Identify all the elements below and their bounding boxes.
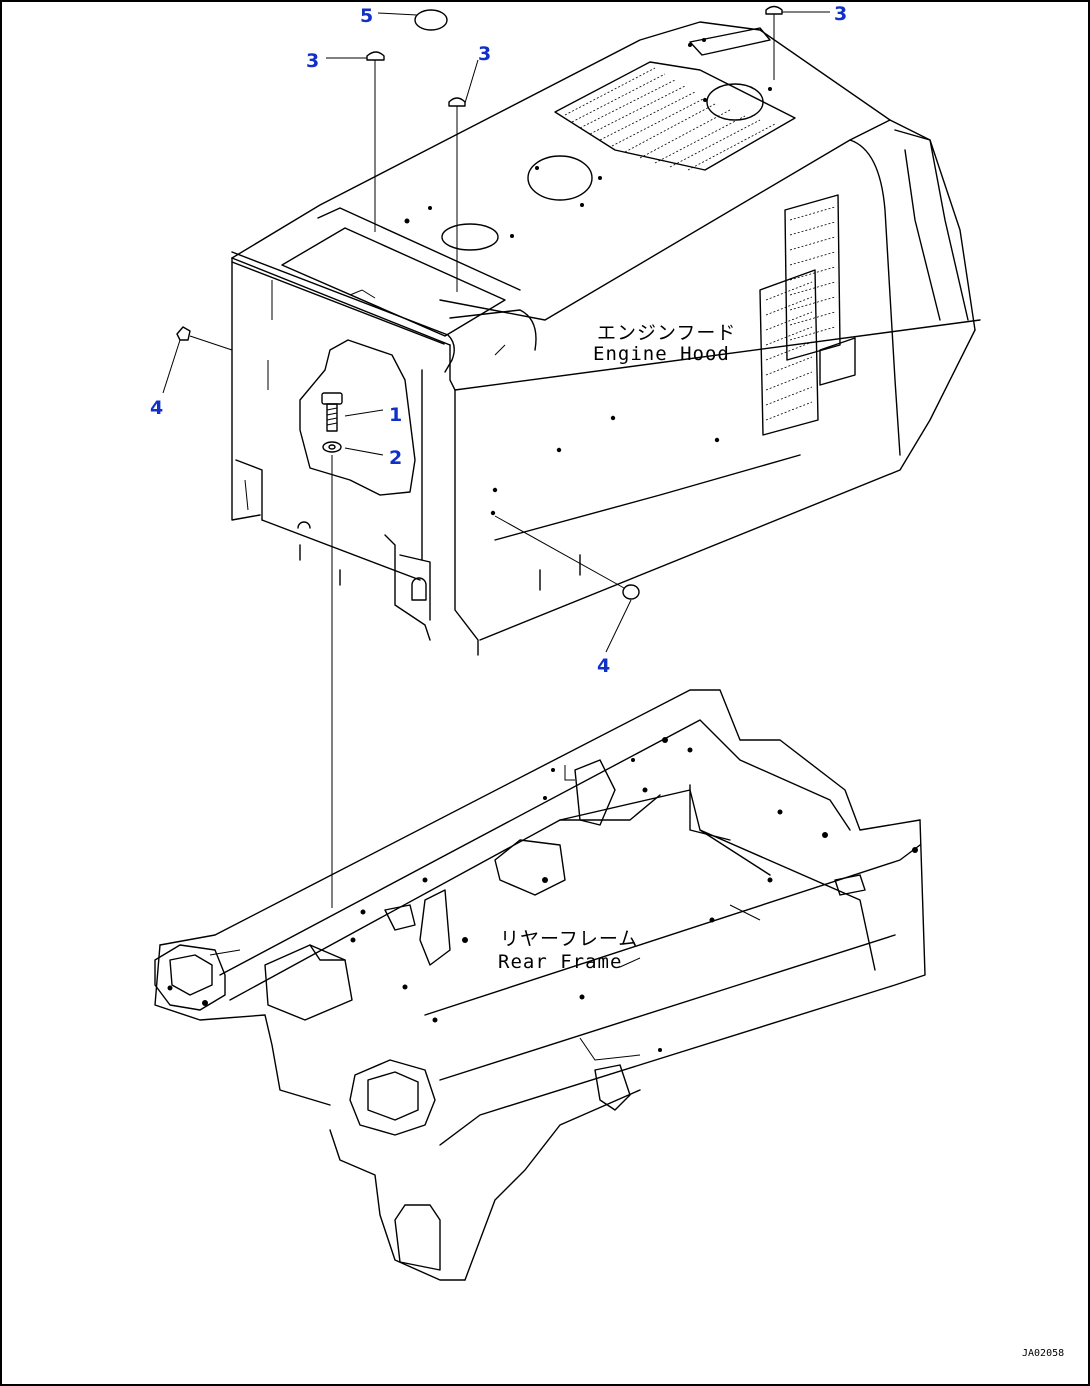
callout-3-left: 3 bbox=[306, 50, 319, 72]
part-cap-middle bbox=[448, 97, 466, 292]
part-bolt bbox=[321, 392, 343, 432]
callout-4-left: 4 bbox=[150, 397, 163, 419]
callout-3-right: 3 bbox=[834, 3, 847, 25]
part-plug bbox=[414, 9, 448, 31]
engine-hood-label-jp: エンジンフード bbox=[597, 322, 736, 344]
callout-2: 2 bbox=[389, 447, 402, 469]
part-washer bbox=[322, 441, 342, 453]
rear-frame-label-jp: リヤーフレーム bbox=[500, 928, 638, 950]
callout-3-middle: 3 bbox=[478, 43, 491, 65]
engine-hood-drawing bbox=[231, 21, 981, 656]
part-clip-right bbox=[494, 515, 640, 600]
callout-5: 5 bbox=[360, 5, 373, 27]
rear-frame-drawing bbox=[154, 689, 926, 1281]
callout-4-right: 4 bbox=[597, 655, 610, 677]
part-cap-left bbox=[366, 51, 385, 232]
part-clip-left bbox=[176, 326, 233, 351]
drawing-number: JA02058 bbox=[1022, 1348, 1064, 1359]
rear-frame-label-en: Rear Frame bbox=[498, 951, 622, 973]
part-cap-right bbox=[765, 5, 783, 80]
callout-1: 1 bbox=[389, 404, 402, 426]
engine-hood-label-en: Engine Hood bbox=[593, 343, 730, 365]
